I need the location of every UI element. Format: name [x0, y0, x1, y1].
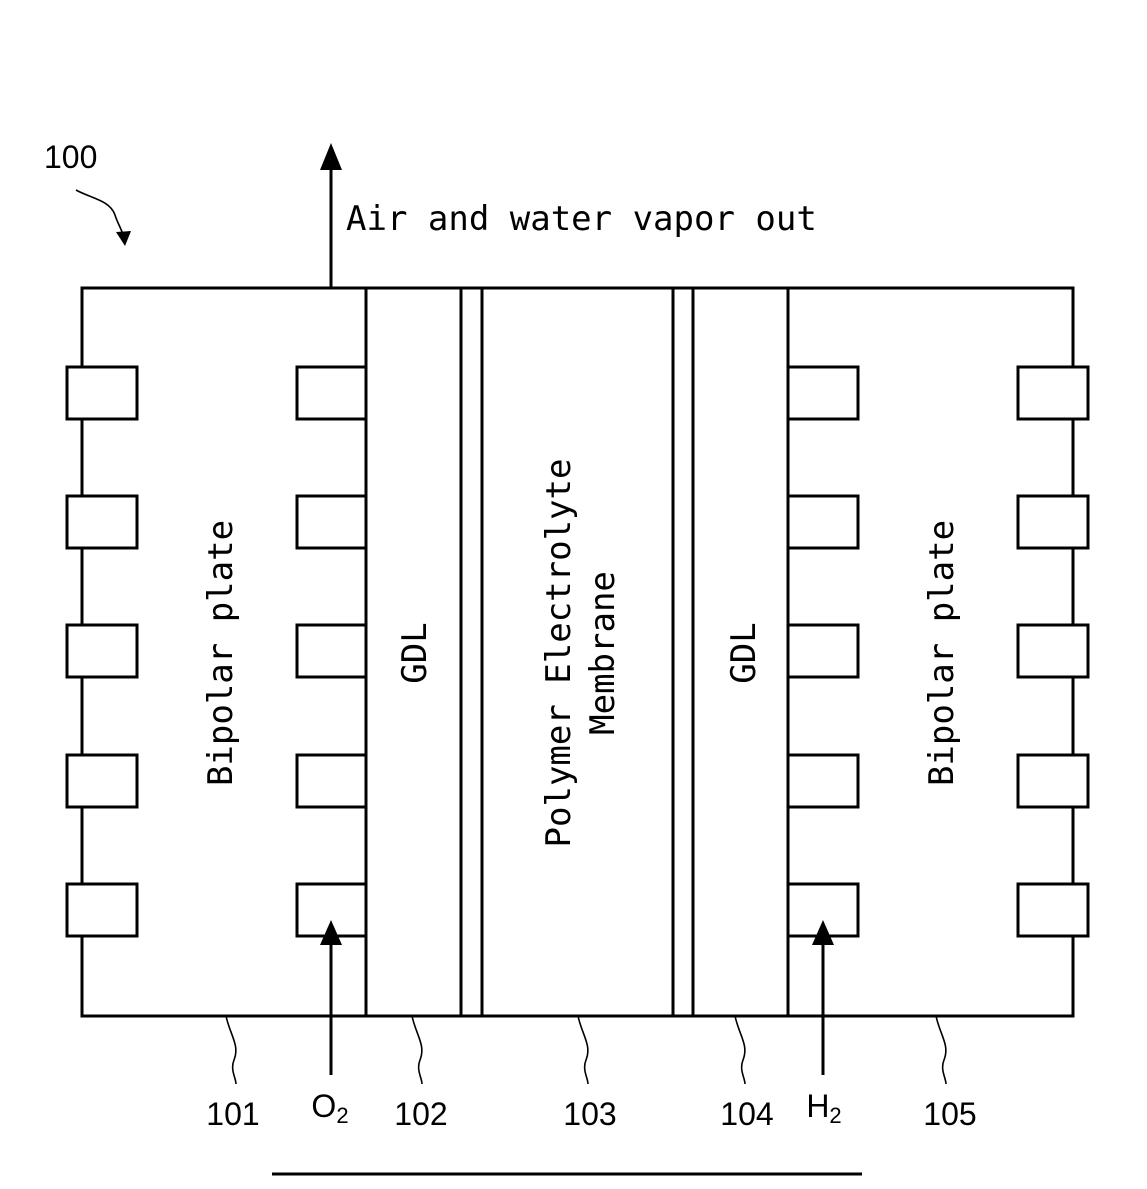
hydrogen-symbol: H [806, 1088, 829, 1124]
channel-box [297, 367, 366, 419]
channel-box [788, 625, 858, 677]
channel-box [1018, 884, 1088, 936]
ref-100-label: 100 [44, 139, 97, 175]
ref-105-leader [936, 1016, 946, 1084]
right-inner-channels [788, 367, 858, 936]
channel-box [297, 755, 366, 807]
hydrogen-subscript: 2 [829, 1103, 841, 1128]
oxygen-subscript: 2 [336, 1103, 348, 1128]
ref-104-leader [735, 1016, 745, 1084]
ref-104-label: 104 [720, 1096, 773, 1132]
oxygen-label: O2 [311, 1088, 348, 1128]
channel-box [67, 755, 137, 807]
channel-box [1018, 496, 1088, 548]
membrane-label-line1: Polymer Electrolyte [539, 459, 579, 848]
left-inner-channels [297, 367, 366, 936]
membrane-label-line2: Membrane [583, 571, 623, 735]
ref-101-label: 101 [206, 1096, 259, 1132]
ref-103-label: 103 [563, 1096, 616, 1132]
ref-100-leader-arrowhead [116, 231, 131, 246]
hydrogen-label: H2 [806, 1088, 841, 1128]
channel-box [67, 367, 137, 419]
channel-box [1018, 625, 1088, 677]
oxygen-symbol: O [311, 1088, 336, 1124]
ref-105-label: 105 [923, 1096, 976, 1132]
ref-102-label: 102 [394, 1096, 447, 1132]
channel-box [67, 884, 137, 936]
channel-box [67, 625, 137, 677]
ref-100-leader [76, 190, 124, 242]
ref-102-leader [412, 1016, 422, 1084]
channel-box [1018, 755, 1088, 807]
channel-box [1018, 367, 1088, 419]
channel-box [297, 496, 366, 548]
channel-box [297, 625, 366, 677]
right-bipolar-plate-label: Bipolar plate [922, 520, 962, 786]
right-outer-channels [1018, 367, 1088, 936]
outlet-label: Air and water vapor out [346, 199, 817, 239]
left-outer-channels [67, 367, 137, 936]
channel-box [788, 755, 858, 807]
channel-box [788, 367, 858, 419]
right-gdl-label: GDL [724, 622, 764, 683]
outlet-arrow-head [320, 143, 342, 170]
ref-101-leader [226, 1016, 236, 1084]
ref-103-leader [578, 1016, 588, 1084]
channel-box [788, 496, 858, 548]
left-bipolar-plate-label: Bipolar plate [201, 520, 241, 786]
left-gdl-label: GDL [395, 622, 435, 683]
channel-box [67, 496, 137, 548]
